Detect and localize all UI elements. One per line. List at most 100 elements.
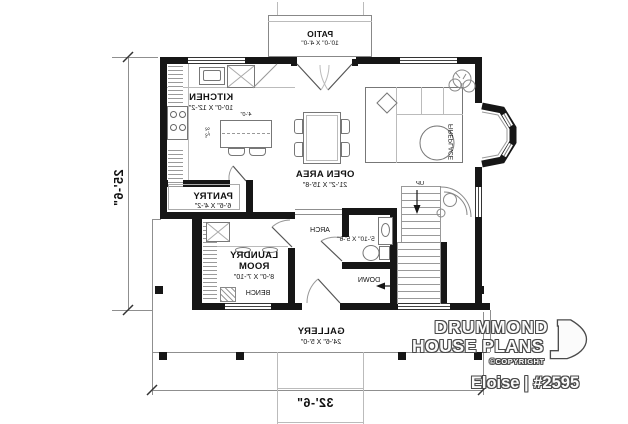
dimension-tick — [122, 51, 489, 396]
stool-icon — [228, 148, 245, 156]
burner-icon — [170, 124, 177, 131]
porch-post — [398, 352, 406, 360]
gallery-dims: 24'-6" X 5'-0" — [300, 339, 342, 346]
porch-edge — [152, 352, 490, 353]
porch-post — [236, 352, 244, 360]
pantry-door-swing — [228, 165, 247, 182]
overall-depth-label: 25'-6" — [112, 169, 126, 207]
wall-segment — [340, 303, 398, 310]
wall-segment — [475, 167, 482, 187]
island-width-label: 4'-0" — [240, 112, 252, 118]
wall-segment — [160, 180, 230, 187]
window — [225, 303, 271, 310]
stair-arrow-down — [376, 282, 394, 290]
wall-segment — [475, 217, 482, 310]
copyright-label: ©COPYRIGHT — [489, 357, 545, 366]
stair-treads-lower — [397, 242, 441, 304]
chair-icon — [341, 142, 350, 157]
door-jamb — [291, 59, 297, 66]
chair-icon — [294, 142, 303, 157]
patio-door-swing — [296, 63, 353, 91]
bathroom-door-swing — [320, 236, 343, 262]
drummond-logo-icon — [549, 319, 588, 360]
kitchen-island — [220, 120, 272, 148]
front-steps-line — [277, 422, 363, 423]
dimension-line-bottom — [152, 390, 483, 391]
toilet-icon — [362, 245, 380, 261]
corner-cabinet-diagonal — [252, 63, 278, 89]
burner-icon — [179, 124, 186, 131]
wall-segment — [271, 303, 302, 310]
open-area-label: OPEN AREA — [295, 169, 355, 180]
wall-segment — [342, 208, 390, 215]
kitchen-label: KITCHEN — [188, 92, 234, 103]
overall-width-label: 32'-6" — [296, 396, 334, 410]
porch-post — [155, 286, 163, 294]
coffee-table-icon — [419, 125, 455, 161]
chair-icon — [341, 119, 350, 134]
pantry-label: PANTRY — [193, 191, 233, 202]
plan-title: Eloise | #2595 — [470, 374, 580, 392]
patio-steps-line — [277, 2, 278, 15]
brand-name-line1: DRUMMOND — [434, 317, 549, 337]
burner-icon — [170, 111, 177, 118]
sink-basin — [203, 70, 221, 81]
wall-segment — [440, 242, 447, 303]
extension-line — [152, 352, 153, 395]
wall-segment — [288, 248, 295, 303]
bathroom-dims: 5'-10" X 5'-6" — [337, 236, 375, 243]
plant-icon — [448, 69, 476, 93]
door-jamb — [352, 59, 358, 66]
front-steps-line — [277, 388, 363, 389]
fireplace-bay — [481, 102, 517, 168]
wall-segment — [160, 212, 295, 219]
chair-icon — [294, 119, 303, 134]
extension-line — [112, 57, 158, 58]
arch-line — [295, 214, 342, 215]
island-depth-label: 3'-2" — [205, 127, 212, 138]
laundry-door-swing — [271, 219, 293, 248]
sofa-line — [443, 87, 444, 114]
laundry-sink-icon — [262, 247, 278, 253]
wall-segment — [475, 64, 482, 103]
porch-post — [159, 352, 167, 360]
patio-outline — [268, 15, 372, 57]
dimension-line-left — [128, 57, 129, 310]
porch-edge — [152, 219, 153, 352]
laundry-sink-icon — [235, 247, 251, 253]
burner-icon — [179, 111, 186, 118]
wall-segment — [245, 57, 297, 64]
patio-steps-line — [363, 2, 364, 15]
window — [188, 57, 245, 64]
window — [400, 57, 457, 64]
down-label: DOWN — [357, 277, 381, 284]
gallery-label: GALLERY — [297, 326, 345, 337]
pillow-icon — [376, 92, 398, 114]
wall-segment — [450, 303, 490, 310]
sofa-line — [396, 87, 397, 163]
arch-label: ARCH — [310, 227, 330, 234]
wall-segment — [390, 208, 397, 305]
corner-cabinet-x-lines — [227, 65, 255, 88]
front-steps-line — [363, 352, 364, 424]
wall-segment — [342, 215, 349, 237]
cabinet-hatch — [168, 150, 183, 190]
laundry-dims: 8'-0" X 7'-10" — [233, 274, 275, 281]
window — [475, 187, 482, 217]
porch-post — [474, 352, 482, 360]
bench-label: BENCH — [245, 290, 271, 297]
front-door-swing — [306, 278, 341, 304]
brand-name-line2: HOUSE PLANS — [412, 336, 544, 356]
patio-label: PATIO — [306, 29, 334, 39]
stair-arrow-up — [413, 190, 421, 214]
patio-edge-line — [268, 21, 372, 22]
laundry-label-2: ROOM — [238, 261, 270, 272]
bench-icon — [220, 287, 236, 302]
pantry-shelves — [168, 184, 240, 210]
pantry-dims: 6'-6" X 4'-2" — [194, 203, 232, 210]
up-label: UP — [415, 181, 425, 187]
wall-segment — [342, 262, 390, 269]
stool-icon — [249, 148, 266, 156]
